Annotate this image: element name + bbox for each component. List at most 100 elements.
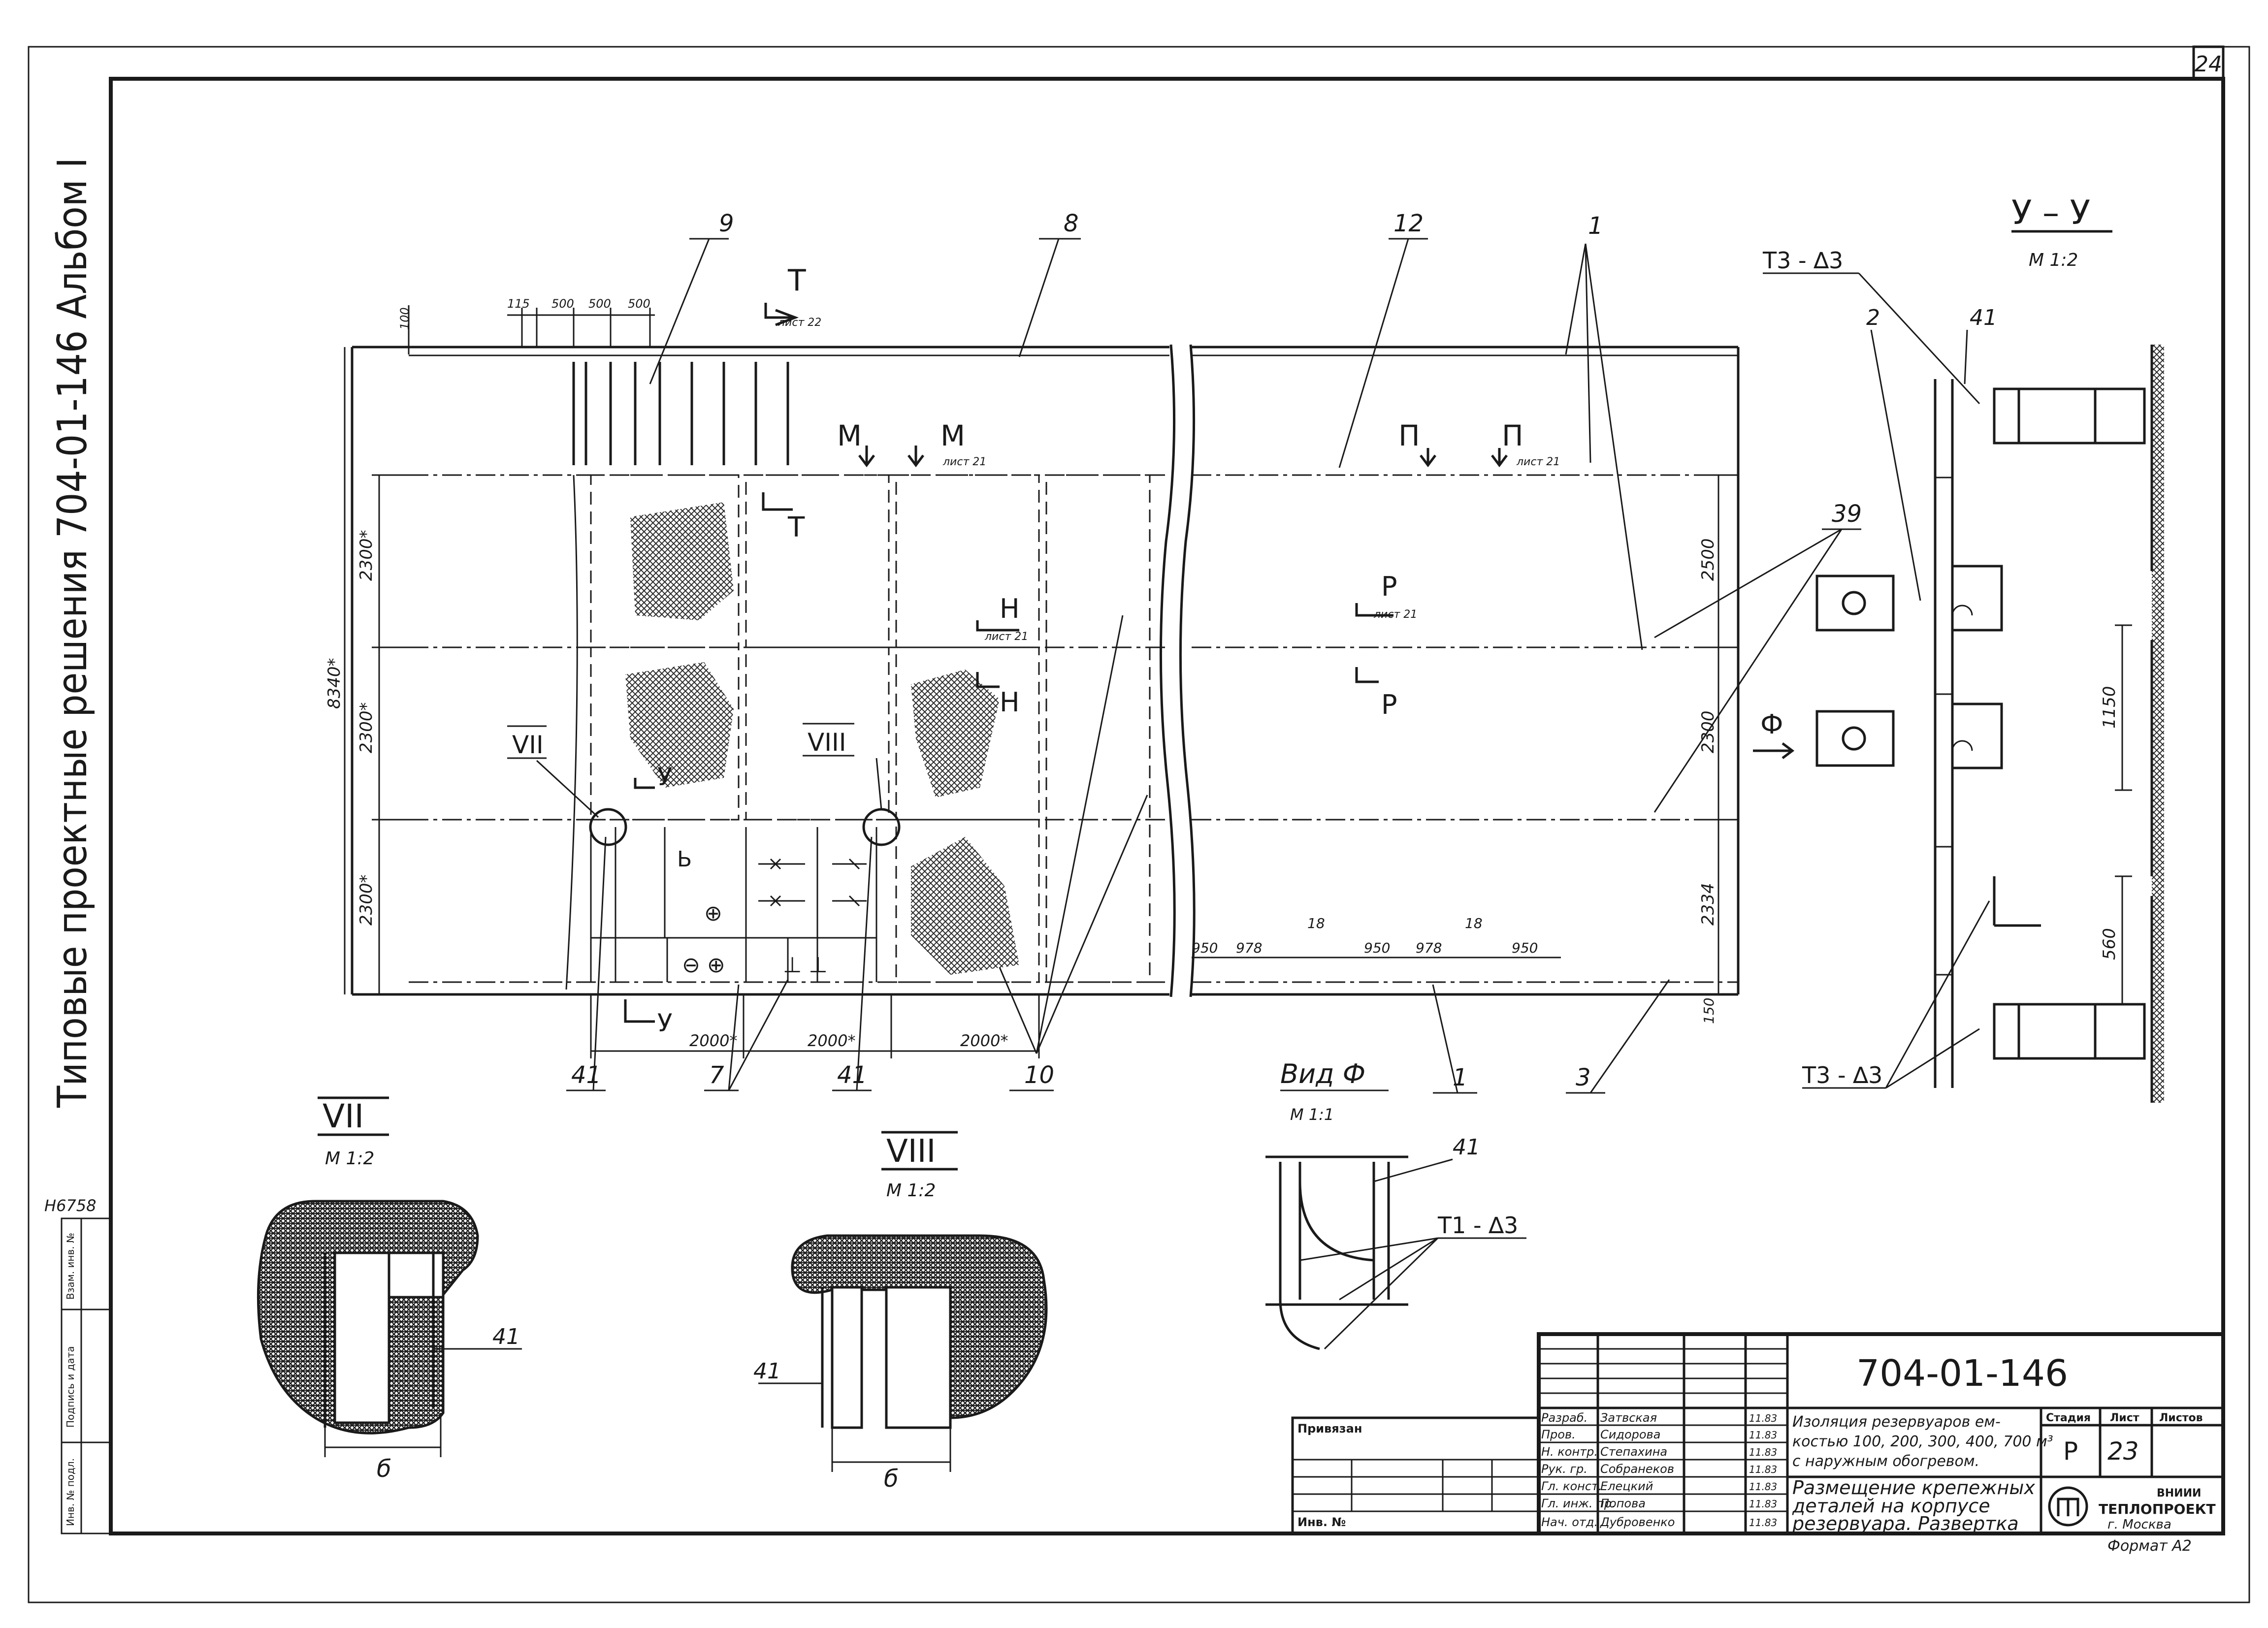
- org-name-1: ВНИИИ: [2157, 1487, 2201, 1500]
- view-f-part41: 41: [1453, 1135, 1480, 1160]
- sig-role-2: Н. контр.: [1541, 1445, 1598, 1459]
- right-dim-150: 150: [1701, 998, 1717, 1024]
- sheet-title-3: резервуара. Развертка: [1792, 1513, 2019, 1534]
- detail-viii: VIII М 1:2 41 б: [753, 1131, 1048, 1493]
- section-uu-title: У – У: [2011, 193, 2090, 232]
- view-f-weld: Т1 - ∆3: [1437, 1212, 1518, 1239]
- project-title-2: костью 100, 200, 300, 400, 700 м³: [1792, 1433, 2053, 1450]
- section-r-sheet: лист 21: [1373, 608, 1417, 621]
- sig-date-0: 11.83: [1749, 1412, 1777, 1424]
- leader-1-top: 1: [1588, 212, 1603, 240]
- sig-name-2: Степахина: [1600, 1445, 1667, 1459]
- left-dim-1: 2300*: [356, 530, 376, 581]
- sig-name-4: Елецкий: [1600, 1479, 1653, 1493]
- shell-development-view: Ь ⊕ ⊖ ⊕ ⊥ ⊥ VII VIII: [324, 210, 1862, 1094]
- left-dim-2: 2300*: [356, 702, 376, 753]
- section-r-top: Р: [1381, 571, 1397, 602]
- detail-viii-dim: б: [884, 1465, 899, 1493]
- bottom-dim-3: 2000*: [960, 1031, 1008, 1050]
- hatch-area-3: [911, 670, 1000, 798]
- sig-date-3: 11.83: [1749, 1464, 1777, 1475]
- section-p-sheet: лист 21: [1516, 456, 1560, 468]
- section-t-bottom: Т: [787, 511, 805, 543]
- inv-label: Инв. №: [1297, 1515, 1346, 1529]
- leader-10: 10: [1024, 1061, 1054, 1089]
- right-dim-1: 2500: [1698, 538, 1718, 581]
- stamp-label-sign: Подпись и дата: [65, 1346, 76, 1428]
- detail-vii-dim: б: [377, 1455, 391, 1483]
- leader-12: 12: [1393, 210, 1424, 237]
- equipment-symbol-anchors: ⊥ ⊥: [783, 953, 828, 978]
- sig-name-5: Попова: [1600, 1497, 1646, 1510]
- left-dim-3: 2300*: [356, 874, 376, 926]
- sheet-value: 23: [2107, 1437, 2139, 1466]
- sig-role-4: Гл. конст.: [1541, 1479, 1602, 1493]
- leader-9: 9: [719, 210, 734, 237]
- weld-label-bottom: Т3 - ∆3: [1802, 1062, 1882, 1088]
- part-label-41: 41: [1970, 305, 1997, 330]
- callout-circle-vii: [589, 808, 627, 846]
- rib-dim-4: 950: [1364, 940, 1390, 956]
- stage-header: Стадия: [2046, 1412, 2091, 1424]
- sig-role-6: Нач. отд.: [1541, 1515, 1598, 1529]
- detail-vii-scale: М 1:2: [325, 1149, 374, 1169]
- section-m-sheet: лист 21: [942, 456, 986, 468]
- rib-dim-1: 950: [1192, 940, 1218, 956]
- view-f-title: Вид Ф: [1280, 1058, 1365, 1089]
- equipment-symbol-b: Ь: [677, 847, 692, 872]
- sheet-header: Лист: [2110, 1412, 2139, 1424]
- leader-39: 39: [1832, 500, 1862, 528]
- section-u-bottom: У: [657, 1009, 672, 1037]
- leader-7: 7: [709, 1061, 724, 1089]
- rib-dim-7: 950: [1512, 940, 1538, 956]
- section-h-sheet: лист 21: [984, 631, 1028, 643]
- sheet-corner-number: 24: [2195, 52, 2222, 77]
- leader-1-bottom: 1: [1453, 1064, 1468, 1091]
- hatch-area-2: [625, 662, 734, 788]
- format-label: Формат А2: [2107, 1537, 2192, 1555]
- sig-date-6: 11.83: [1749, 1517, 1777, 1529]
- detail-vii-title: VII: [323, 1097, 364, 1135]
- sig-role-0: Разраб.: [1541, 1411, 1588, 1425]
- section-u-top: У: [657, 763, 672, 791]
- sig-name-6: Дубровенко: [1600, 1515, 1675, 1529]
- detail-viii-part41: 41: [753, 1359, 781, 1384]
- sheets-header: Листов: [2159, 1412, 2203, 1424]
- section-uu: У – У М 1:2 Т3 - ∆3 2 41: [1762, 193, 2164, 1103]
- sig-role-5: Гл. инж. пр.: [1541, 1497, 1616, 1510]
- detail-viii-scale: М 1:2: [886, 1181, 936, 1201]
- top-dim-500b: 500: [588, 297, 611, 311]
- sig-date-4: 11.83: [1749, 1481, 1777, 1493]
- doc-number: 704-01-146: [1856, 1352, 2068, 1395]
- project-title-1: Изоляция резервуаров ем-: [1792, 1413, 2001, 1431]
- overall-height: 8340*: [324, 658, 344, 709]
- right-dim-3: 2334: [1698, 883, 1718, 926]
- project-title-3: с наружным обогревом.: [1792, 1453, 1979, 1470]
- bound-label: Привязан: [1297, 1422, 1362, 1436]
- detail-viii-title: VIII: [886, 1133, 936, 1170]
- callout-circle-viii: [862, 808, 901, 846]
- sig-name-1: Сидорова: [1600, 1428, 1660, 1441]
- section-p-right: П: [1502, 419, 1523, 452]
- sheet-frame: 24: [28, 45, 2250, 1603]
- detail-vii-part41: 41: [492, 1324, 520, 1349]
- album-title: Типовые проектные решения 704-01-146 Аль…: [49, 158, 96, 1108]
- section-m-left: М: [837, 419, 862, 452]
- uu-dim-1150: 1150: [2100, 686, 2119, 729]
- sig-role-3: Рук. гр.: [1541, 1462, 1588, 1476]
- section-uu-scale: М 1:2: [2029, 250, 2078, 270]
- sheet-title-1: Размещение крепежных: [1792, 1477, 2035, 1499]
- right-dim-2: 2300: [1698, 710, 1718, 753]
- sig-name-3: Собранеков: [1600, 1462, 1674, 1476]
- rib-dim-2: 978: [1236, 940, 1262, 956]
- bottom-dim-1: 2000*: [689, 1031, 737, 1050]
- stamp-label-inv: Инв. № подл.: [65, 1458, 76, 1526]
- equipment-symbol-valve: ⊕: [704, 901, 722, 926]
- sheet-title-2: деталей на корпусе: [1792, 1495, 1990, 1517]
- hatch-area-1: [630, 502, 734, 620]
- part-label-2: 2: [1866, 305, 1880, 330]
- callout-label-vii: VII: [512, 731, 544, 759]
- sig-date-5: 11.83: [1749, 1498, 1777, 1510]
- section-p-left: П: [1398, 419, 1420, 452]
